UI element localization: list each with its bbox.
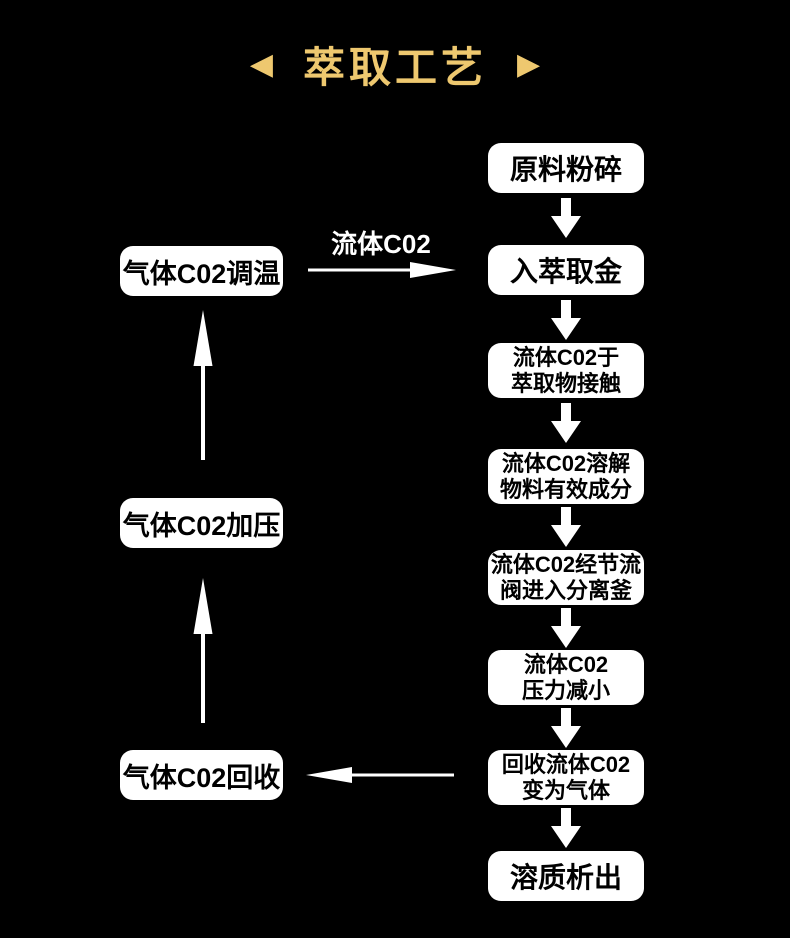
flow-step-label: 原料粉碎 bbox=[509, 154, 622, 185]
flow-step-label: 物料有效成分 bbox=[499, 476, 632, 502]
down-arrow-icon bbox=[550, 300, 582, 340]
flow-step-label: 气体C02加压 bbox=[122, 510, 281, 541]
left-triangle-icon: ◀ bbox=[249, 47, 273, 81]
flow-step-label: 阀进入分离釜 bbox=[499, 577, 632, 603]
down-arrow-icon bbox=[550, 507, 582, 547]
flow-step-label: 气体C02回收 bbox=[122, 762, 281, 793]
page-title-text: 萃取工艺 bbox=[302, 44, 487, 91]
flow-step-raw-material-crush: 原料粉碎 bbox=[488, 143, 644, 193]
flow-step-gas-temperature-adjust: 气体C02调温 bbox=[120, 246, 283, 296]
down-arrow-icon bbox=[550, 808, 582, 848]
flow-step-label: 萃取物接触 bbox=[510, 370, 621, 396]
flow-step-gas-pressurize: 气体C02加压 bbox=[120, 498, 283, 548]
flow-step-fluid-contact: 流体C02于 萃取物接触 bbox=[488, 343, 644, 398]
flow-step-gas-recovery: 气体C02回收 bbox=[120, 750, 283, 800]
flow-step-label: 变为气体 bbox=[521, 777, 610, 803]
right-arrow-icon bbox=[308, 262, 456, 278]
edge-label-fluid-co2: 流体C02 bbox=[331, 229, 431, 259]
flow-step-label: 流体C02于 bbox=[512, 344, 620, 370]
down-arrow-icon bbox=[550, 708, 582, 748]
flow-step-enter-extraction-vessel: 入萃取金 bbox=[488, 245, 644, 295]
up-arrow-icon bbox=[193, 310, 213, 460]
down-arrow-icon bbox=[550, 608, 582, 648]
down-arrow-icon bbox=[550, 403, 582, 443]
flow-step-dissolve-components: 流体C02溶解 物料有效成分 bbox=[488, 449, 644, 504]
flow-step-label: 流体C02溶解 bbox=[501, 450, 631, 476]
flow-step-throttle-valve-separator: 流体C02经节流 阀进入分离釜 bbox=[488, 550, 644, 605]
flow-step-label: 入萃取金 bbox=[509, 256, 622, 287]
flow-step-label: 流体C02 bbox=[523, 651, 609, 677]
flow-step-label: 压力减小 bbox=[521, 677, 610, 703]
page-title: ◀ 萃取工艺 ▶ bbox=[0, 34, 790, 95]
flow-step-label: 气体C02调温 bbox=[122, 258, 281, 289]
flow-step-solute-precipitation: 溶质析出 bbox=[488, 851, 644, 901]
flow-step-label: 溶质析出 bbox=[509, 862, 622, 893]
flow-step-label: 流体C02经节流 bbox=[490, 551, 642, 577]
down-arrow-icon bbox=[550, 198, 582, 238]
flow-step-label: 回收流体C02 bbox=[501, 751, 631, 777]
left-arrow-icon bbox=[306, 767, 454, 783]
up-arrow-icon bbox=[193, 578, 213, 723]
flow-step-recover-to-gas: 回收流体C02 变为气体 bbox=[488, 750, 644, 805]
right-triangle-icon: ▶ bbox=[517, 47, 541, 81]
flow-step-pressure-decrease: 流体C02 压力减小 bbox=[488, 650, 644, 705]
